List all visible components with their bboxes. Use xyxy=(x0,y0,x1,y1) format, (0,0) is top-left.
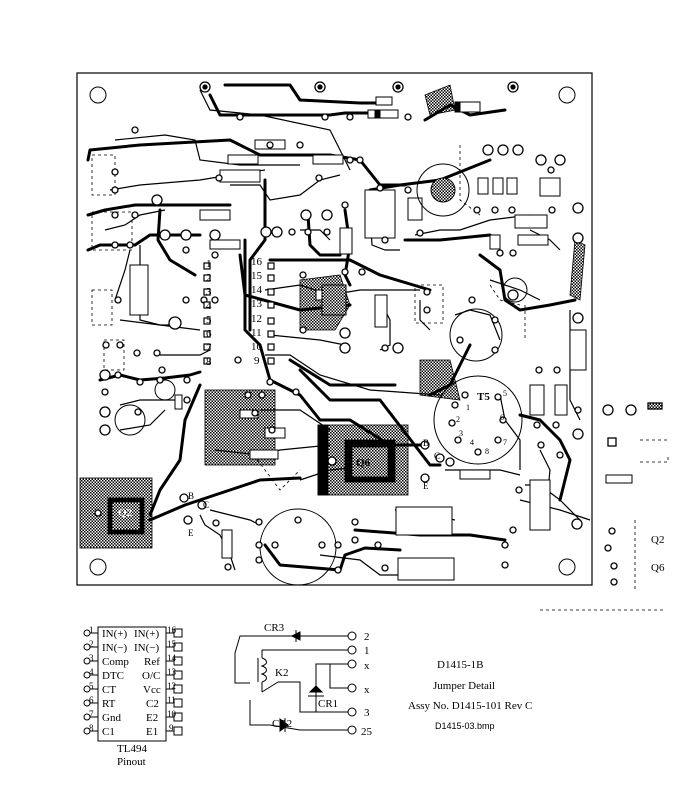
t5-pin-1: 1 xyxy=(466,403,470,412)
terminal-2-label: 2 xyxy=(364,631,370,643)
q6-pin-c: C xyxy=(434,451,441,461)
tl494-right-pin-number-13: 13 xyxy=(167,667,176,677)
tl494-right-pin-name-12: Vcc xyxy=(143,684,161,696)
side-q2-label: Q2 xyxy=(651,534,665,546)
tl494-chip-drawing xyxy=(83,626,183,742)
tl494-right-pin-number-11: 11 xyxy=(167,695,176,705)
tl494-left-pin-name-5: CT xyxy=(102,684,117,696)
component-bodies xyxy=(129,96,633,581)
tl494-left-pin-number-7: 7 xyxy=(89,709,94,719)
tl494-right-pin-name-16: IN(+) xyxy=(134,628,160,640)
tl494-subtitle: Pinout xyxy=(117,756,146,768)
tl494-right-pin-name-9: E1 xyxy=(146,726,159,738)
terminal-x2-label: x xyxy=(364,684,370,696)
q6-pin-e: E xyxy=(423,481,429,491)
tl494-left-pin-number-6: 6 xyxy=(89,695,94,705)
header-number-11: 11 xyxy=(251,327,262,339)
tl494-left-pin-name-1: IN(+) xyxy=(102,628,128,640)
left-number-1: 1 xyxy=(206,258,212,270)
pads xyxy=(94,81,584,574)
terminal-3-label: 3 xyxy=(364,707,370,719)
tl494-left-pin-number-1: 1 xyxy=(89,625,94,635)
loose-parts xyxy=(602,402,663,586)
tl494-left-pin-name-3: Comp xyxy=(102,656,129,668)
side-q6-label: Q6 xyxy=(651,562,665,574)
tl494-right-pin-name-15: IN(−) xyxy=(134,642,160,654)
cr2-label: CR2 xyxy=(272,718,293,730)
left-number-7: 7 xyxy=(206,342,212,354)
t5-pin-8: 8 xyxy=(485,447,489,456)
board-outline xyxy=(76,72,593,586)
k2-label: K2 xyxy=(275,667,289,679)
header-pads xyxy=(203,262,275,365)
left-number-5: 5 xyxy=(206,314,212,326)
tl494-left-pin-number-4: 4 xyxy=(89,667,94,677)
terminal-25-label: 25 xyxy=(361,726,372,738)
q2-pin-b: B xyxy=(188,491,195,501)
q6-label: Q6 xyxy=(356,457,371,469)
tl494-left-pin-name-7: Gnd xyxy=(102,712,121,724)
t5-pin-4: 4 xyxy=(470,438,474,447)
t5-pin-6: 6 xyxy=(500,413,504,422)
tl494-left-pin-name-4: DTC xyxy=(102,670,124,682)
header-number-12: 12 xyxy=(251,313,262,325)
t5-pin-5: 5 xyxy=(503,389,507,398)
tl494-right-pin-number-16: 16 xyxy=(167,625,176,635)
tl494-left-pin-name-8: C1 xyxy=(102,726,115,738)
tl494-right-pin-name-13: O/C xyxy=(142,670,161,682)
tl494-right-pin-name-10: E2 xyxy=(146,712,159,724)
traces-dashed xyxy=(91,145,669,611)
file-name: D1415-03.bmp xyxy=(435,721,495,731)
header-number-16: 16 xyxy=(251,256,262,268)
part-number: D1415-1B xyxy=(437,659,484,671)
drawing-title: Jumper Detail xyxy=(433,680,496,692)
cr1-label: CR1 xyxy=(318,698,339,710)
terminal-x1-label: x xyxy=(364,660,370,672)
header-number-9: 9 xyxy=(254,355,260,367)
left-number-3: 3 xyxy=(206,286,212,298)
tl494-right-pin-number-10: 10 xyxy=(167,709,176,719)
t5-pin-2: 2 xyxy=(456,415,460,424)
tl494-title: TL494 xyxy=(117,743,147,755)
tl494-right-pin-number-12: 12 xyxy=(167,681,176,691)
t5-label: T5 xyxy=(477,391,490,403)
header-number-13: 13 xyxy=(251,298,262,310)
left-number-8: 8 xyxy=(206,356,212,368)
tl494-right-pin-number-9: 9 xyxy=(169,723,174,733)
q2-pin-c: C xyxy=(203,500,210,510)
tl494-right-pin-number-14: 14 xyxy=(167,653,176,663)
tl494-left-pin-number-3: 3 xyxy=(89,653,94,663)
tl494-right-pin-name-14: Ref xyxy=(144,656,160,668)
q2-label: Q2 xyxy=(118,507,133,519)
left-number-2: 2 xyxy=(206,272,212,284)
left-number-4: 4 xyxy=(206,300,212,312)
header-number-10: 10 xyxy=(251,341,262,353)
tl494-right-pin-name-11: C2 xyxy=(146,698,159,710)
q2-pin-e: E xyxy=(188,528,194,538)
jumper-schematic xyxy=(234,630,357,735)
header-number-14: 14 xyxy=(251,284,262,296)
t5-pin-3: 3 xyxy=(459,429,463,438)
assembly-number: Assy No. D1415-101 Rev C xyxy=(408,700,533,712)
terminal-1-label: 1 xyxy=(364,645,370,657)
circular-components xyxy=(114,163,528,586)
tl494-left-pin-number-8: 8 xyxy=(89,723,94,733)
tl494-left-pin-name-2: IN(−) xyxy=(102,642,128,654)
tl494-left-pin-name-6: RT xyxy=(102,698,116,710)
tl494-right-pin-number-15: 15 xyxy=(167,639,176,649)
mounting-holes xyxy=(89,86,576,576)
tl494-left-pin-number-5: 5 xyxy=(89,681,94,691)
t5-pin-7: 7 xyxy=(503,438,507,447)
q6-pin-b: B xyxy=(423,438,430,448)
tl494-left-pin-number-2: 2 xyxy=(89,639,94,649)
left-number-6: 6 xyxy=(206,328,212,340)
cr3-label: CR3 xyxy=(264,622,285,634)
header-number-15: 15 xyxy=(251,270,262,282)
